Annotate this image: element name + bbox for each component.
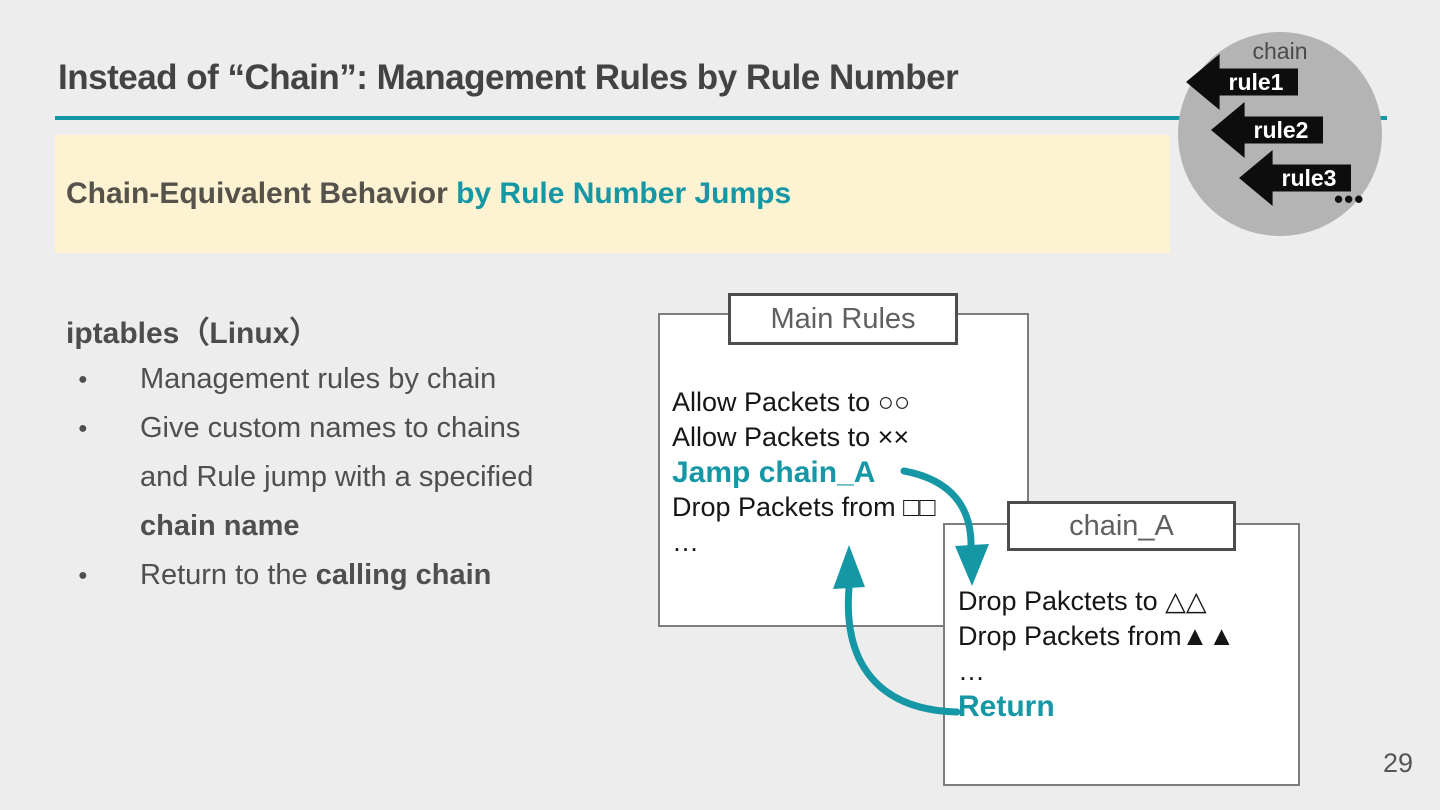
bullet-dot: ●	[78, 420, 88, 437]
rule-line: Drop Packets from □□	[672, 492, 936, 522]
subtitle-banner: Chain-Equivalent Behavior by Rule Number…	[55, 135, 1170, 253]
chain-figure-ellipsis: •••	[1334, 184, 1365, 214]
rule-line: Allow Packets to ××	[672, 422, 910, 452]
bullet-text: Give custom names to chains and Rule jum…	[140, 404, 533, 551]
bullet-item: ● Management rules by chain	[78, 355, 533, 404]
chain-a-box-text: Drop Pakctets to △△ Drop Packets from▲▲ …	[958, 584, 1235, 724]
bullet-line-bold: chain name	[140, 510, 300, 542]
bullet-line: Return to the	[140, 559, 316, 591]
chain-figure: chain rule1 rule2 rule3 •••	[1178, 32, 1382, 236]
main-rules-box-text: Allow Packets to ○○ Allow Packets to ×× …	[672, 385, 936, 560]
bullet-item: ● Give custom names to chains and Rule j…	[78, 404, 533, 551]
bullet-dot: ●	[78, 567, 88, 584]
bullet-line-bold: calling chain	[315, 559, 492, 591]
bullet-line: and Rule jump with a specified	[140, 461, 534, 493]
rule-line: …	[672, 527, 699, 557]
chain-figure-label: chain	[1252, 38, 1308, 64]
section-heading: iptables（Linux）	[66, 317, 320, 350]
bullet-text: Return to the calling chain	[140, 551, 491, 600]
bullet-list: ● Management rules by chain ● Give custo…	[78, 355, 533, 600]
return-rule-line: Return	[958, 690, 1055, 723]
rule-line: Drop Pakctets to △△	[958, 586, 1207, 616]
page-title: Instead of “Chain”: Management Rules by …	[58, 58, 959, 97]
rule-line: Drop Packets from▲▲	[958, 621, 1236, 651]
bullet-item: ● Return to the calling chain	[78, 551, 533, 600]
banner-text-teal: by Rule Number Jumps	[456, 177, 792, 210]
main-rules-box-title: Main Rules	[728, 293, 958, 345]
bullet-text: Management rules by chain	[140, 363, 497, 395]
jump-rule-line: Jamp chain_A	[672, 456, 876, 489]
banner-text-dark: Chain-Equivalent Behavior	[66, 177, 457, 210]
chain-a-box-title: chain_A	[1007, 501, 1236, 551]
bullet-dot: ●	[78, 371, 88, 388]
rule-line: …	[958, 656, 985, 686]
page-number: 29	[1383, 748, 1414, 778]
bullet-line: Give custom names to chains	[140, 412, 521, 444]
rule-line: Allow Packets to ○○	[672, 387, 911, 417]
title-divider-line	[55, 116, 1387, 120]
